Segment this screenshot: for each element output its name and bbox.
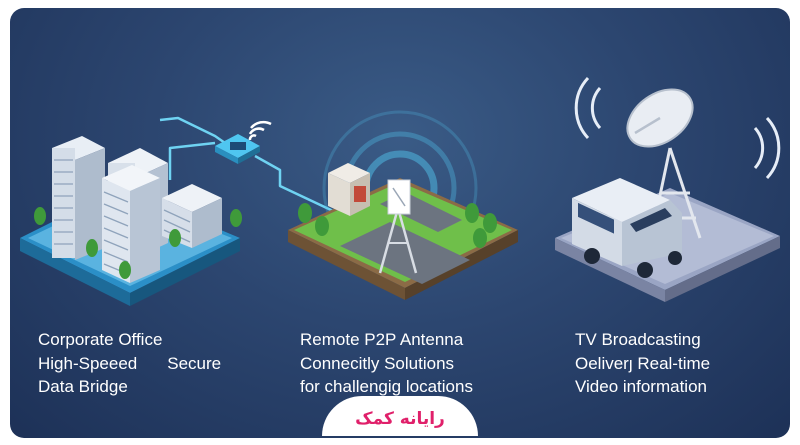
remote-antenna-scene [288,110,518,300]
tower-building [102,178,130,283]
wifi-icon [248,120,272,141]
remote-antenna-caption: Remote P2P Antenna Connecitly Solutions … [300,328,473,399]
tv-broadcasting-caption: TV Broadcasting Oeliverȷ Real-time Video… [575,328,710,399]
caption-line: Oeliverȷ Real-time [575,353,711,373]
brand-logo: رایانه کمک [322,396,478,436]
caption-line: for challengig locations [300,377,473,396]
logo-text: رایانه کمک [355,409,445,429]
broadcast-scene [555,76,781,302]
caption-line: Remote P2P Antenna [300,330,464,349]
corporate-office-caption: Corporate Office High-Speeed Secure Data … [38,328,221,399]
corporate-office-scene [20,136,242,306]
caption-line: High-Speeed [38,353,138,373]
caption-line: Corporate Office [38,330,163,349]
caption-line: TV Broadcasting [575,330,701,349]
building [52,148,75,258]
caption-line: Video information [575,377,707,396]
broadcast-van [572,178,682,278]
illustration-panel: Corporate Office High-Speeed Secure Data … [10,8,790,438]
signal-waves-icon [574,76,781,180]
caption-line: Connecitly Solutions [300,353,455,373]
caption-line: Data Bridge [38,377,128,396]
caption-line: Secure [167,353,222,373]
router-icon [215,134,260,164]
network-illustration [20,76,781,306]
